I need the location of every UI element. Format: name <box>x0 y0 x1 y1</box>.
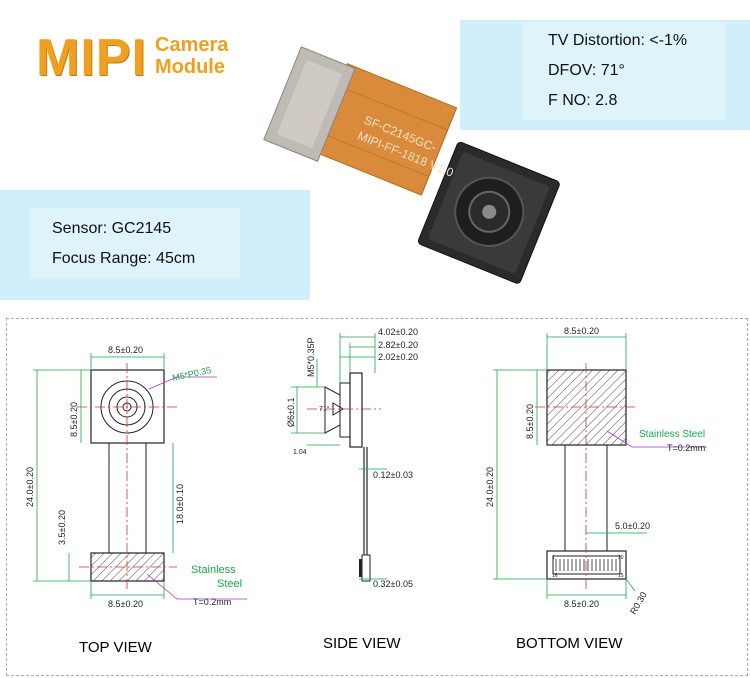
side-angle: 71° <box>319 405 330 413</box>
bottom-thickness: T=0.2mm <box>667 443 705 453</box>
bottom-total-dim: 24.0±0.20 <box>485 467 495 507</box>
subtitle-line2: Module <box>155 56 225 78</box>
top-total-dim: 24.0±0.20 <box>25 467 35 507</box>
side-view-drawing: 4.02±0.20 2.82±0.20 2.02±0.20 M5*0.35P Ø… <box>286 327 418 589</box>
side-dim-a: 4.02±0.20 <box>378 327 418 337</box>
bottom-pin-d: 15 <box>618 573 624 579</box>
side-flex-thickness: 0.12±0.03 <box>373 470 413 480</box>
bottom-bottom-width-dim: 8.5±0.20 <box>564 599 599 609</box>
side-dim-c: 2.02±0.20 <box>378 352 418 362</box>
bottom-view-drawing: 8.5±0.20 8.5±0.20 24.0±0.20 5.0±0.20 8.5… <box>485 326 707 616</box>
bottom-view-label: BOTTOM VIEW <box>516 635 623 652</box>
top-material-1: Stainless <box>191 564 236 576</box>
top-thickness: T=0.2mm <box>193 597 231 607</box>
spec-fno: F NO: 2.8 <box>548 92 618 109</box>
bottom-radius: R0.30 <box>628 590 649 616</box>
top-material-2: Steel <box>217 578 242 590</box>
side-dim-b: 2.82±0.20 <box>378 340 418 350</box>
drawing-canvas: 8.5±0.20 8.5±0.20 24.0±0.20 18.0±0.10 3.… <box>25 326 707 616</box>
spec-panel-right: TV Distortion: <-1% DFOV: 71° F NO: 2.8 <box>522 22 726 120</box>
technical-drawing: 8.5±0.20 8.5±0.20 24.0±0.20 18.0±0.10 3.… <box>6 318 748 676</box>
top-view-label: TOP VIEW <box>79 639 152 656</box>
side-view-label: SIDE VIEW <box>323 635 401 652</box>
spec-dfov: DFOV: 71° <box>548 62 625 79</box>
bottom-width-dim: 8.5±0.20 <box>564 326 599 336</box>
camera-module-photo: SF-C2145GC- MIPI-FF-1818 V1.0 <box>263 46 560 284</box>
bottom-pin-c: 16 <box>552 573 558 579</box>
top-connector-dim: 3.5±0.20 <box>57 510 67 545</box>
side-stiffener: 0.32±0.05 <box>373 579 413 589</box>
bottom-height-dim: 8.5±0.20 <box>525 404 535 439</box>
top-flex-dim: 18.0±0.10 <box>175 484 185 524</box>
top-view-drawing: 8.5±0.20 8.5±0.20 24.0±0.20 18.0±0.10 3.… <box>25 345 247 609</box>
top-width-dim: 8.5±0.20 <box>108 345 143 355</box>
spec-distortion: TV Distortion: <-1% <box>548 32 688 49</box>
top-bottom-width-dim: 8.5±0.20 <box>108 599 143 609</box>
side-diameter: Ø6±0.1 <box>286 398 296 427</box>
top-height-dim: 8.5±0.20 <box>69 402 79 437</box>
hero-banner: MIPI Camera Module TV Distortion: <-1% D… <box>0 0 750 310</box>
subtitle-line1: Camera <box>155 34 229 56</box>
bottom-pin-b: 30 <box>618 555 624 561</box>
side-thread: M5*0.35P <box>306 337 316 377</box>
bottom-pin-a: 1 <box>552 555 555 561</box>
spec-focus: Focus Range: 45cm <box>52 250 196 267</box>
brand-title: MIPI <box>36 29 147 87</box>
spec-panel-left: Sensor: GC2145 Focus Range: 45cm <box>30 208 240 278</box>
spec-sensor: Sensor: GC2145 <box>52 220 172 237</box>
bottom-connector-dim: 5.0±0.20 <box>615 521 650 531</box>
bottom-material: Stainless Steel <box>639 429 705 440</box>
top-thread: M5*P0.35 <box>171 365 212 383</box>
side-small: 1.04 <box>293 449 307 456</box>
